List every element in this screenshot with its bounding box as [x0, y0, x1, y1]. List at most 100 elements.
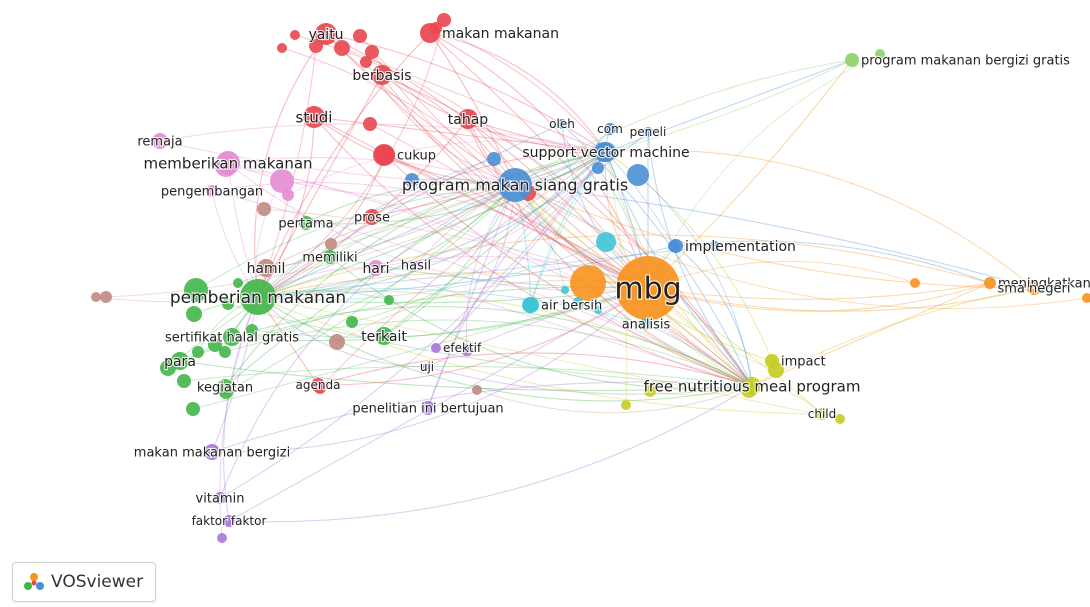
label-hasil[interactable]: hasil — [400, 257, 432, 274]
label-air-bersih[interactable]: air bersih — [540, 297, 603, 314]
label-memberikan-makanan[interactable]: memberikan makanan — [142, 153, 313, 173]
node-program-makanan-bergizi-gratis[interactable] — [845, 53, 859, 67]
node-peneli[interactable] — [643, 127, 653, 137]
unlabeled-node[interactable] — [177, 374, 191, 388]
unlabeled-node[interactable] — [384, 295, 394, 305]
label-program-makan-siang-gratis[interactable]: program makan siang gratis — [401, 175, 630, 196]
node-efektif[interactable] — [431, 343, 441, 353]
label-efektif[interactable]: efektif — [442, 340, 483, 356]
node-memberikan-makanan[interactable] — [216, 151, 240, 175]
unlabeled-node[interactable] — [1082, 293, 1090, 303]
unlabeled-node[interactable] — [334, 40, 350, 56]
unlabeled-node[interactable] — [325, 238, 337, 250]
unlabeled-node[interactable] — [270, 169, 294, 193]
label-penelitian-ini-bertujuan[interactable]: penelitian ini bertujuan — [351, 400, 505, 417]
unlabeled-node[interactable] — [835, 414, 845, 424]
unlabeled-node[interactable] — [222, 298, 234, 310]
node-studi[interactable] — [303, 106, 325, 128]
unlabeled-node[interactable] — [100, 291, 112, 303]
unlabeled-node[interactable] — [257, 202, 271, 216]
unlabeled-node[interactable] — [596, 232, 616, 252]
unlabeled-node[interactable] — [594, 306, 602, 314]
label-sma-negeri[interactable]: sma negeri — [996, 280, 1071, 297]
unlabeled-node[interactable] — [329, 334, 345, 350]
node-pertama[interactable] — [299, 216, 313, 230]
node-impact[interactable] — [765, 354, 779, 368]
unlabeled-node[interactable] — [875, 49, 885, 59]
unlabeled-node[interactable] — [365, 45, 379, 59]
label-faktor-faktor[interactable]: faktor faktor — [190, 513, 267, 529]
node-faktor-faktor[interactable] — [223, 515, 235, 527]
unlabeled-node[interactable] — [217, 533, 227, 543]
label-kegiatan[interactable]: kegiatan — [196, 379, 254, 396]
label-berbasis[interactable]: berbasis — [351, 67, 412, 85]
unlabeled-node[interactable] — [282, 189, 294, 201]
unlabeled-node[interactable] — [186, 402, 200, 416]
label-prose[interactable]: prose — [353, 209, 391, 226]
label-terkait[interactable]: terkait — [360, 328, 408, 346]
label-sertifikat-halal-gratis[interactable]: sertifikat halal gratis — [164, 329, 301, 346]
unlabeled-node[interactable] — [186, 306, 202, 322]
node-kegiatan[interactable] — [217, 379, 233, 395]
node-oleh[interactable] — [557, 119, 567, 129]
node-cukup[interactable] — [375, 145, 395, 165]
unlabeled-node[interactable] — [192, 346, 204, 358]
label-hari[interactable]: hari — [361, 260, 390, 278]
node-implementation[interactable] — [669, 239, 683, 253]
label-mbg[interactable]: mbg — [613, 270, 683, 307]
node-sertifikat-halal-gratis[interactable] — [223, 328, 241, 346]
label-oleh[interactable]: oleh — [548, 116, 576, 132]
unlabeled-node[interactable] — [290, 30, 300, 40]
node-makan-makanan-bergizi[interactable] — [204, 444, 220, 460]
node-terkait[interactable] — [375, 327, 393, 345]
label-studi[interactable]: studi — [294, 107, 333, 127]
unlabeled-node[interactable] — [621, 400, 631, 410]
label-makan-makanan[interactable]: makan makanan — [441, 25, 560, 43]
node-sma-negeri[interactable] — [1027, 281, 1041, 295]
unlabeled-node[interactable] — [219, 346, 231, 358]
label-peneli[interactable]: peneli — [629, 124, 668, 140]
label-vitamin[interactable]: vitamin — [194, 490, 245, 507]
label-program-makanan-bergizi-gratis[interactable]: program makanan bergizi gratis — [860, 52, 1071, 69]
unlabeled-node[interactable] — [184, 278, 208, 302]
label-makan-makanan-bergizi[interactable]: makan makanan bergizi — [133, 444, 292, 461]
label-impact[interactable]: impact — [780, 353, 827, 370]
node-hamil[interactable] — [257, 259, 275, 277]
label-remaja[interactable]: remaja — [136, 133, 183, 150]
node-child[interactable] — [816, 408, 828, 420]
unlabeled-node[interactable] — [487, 152, 501, 166]
unlabeled-node[interactable] — [277, 43, 287, 53]
label-meningkatkan-kualita[interactable]: meningkatkan kualita — [997, 275, 1090, 292]
unlabeled-node[interactable] — [461, 344, 473, 356]
unlabeled-node[interactable] — [346, 316, 358, 328]
unlabeled-node[interactable] — [437, 13, 451, 27]
node-pemberian-makanan[interactable] — [240, 279, 276, 315]
unlabeled-node[interactable] — [91, 292, 101, 302]
node-prose[interactable] — [364, 209, 380, 225]
node-memiliki[interactable] — [323, 250, 337, 264]
label-uji[interactable]: uji — [419, 359, 435, 375]
unlabeled-node[interactable] — [573, 297, 583, 307]
vosviewer-badge[interactable]: VOSviewer — [12, 562, 157, 602]
unlabeled-node[interactable] — [570, 265, 606, 301]
label-yaitu[interactable]: yaitu — [307, 26, 344, 44]
unlabeled-node[interactable] — [644, 385, 656, 397]
label-free-nutritious-meal-program[interactable]: free nutritious meal program — [642, 376, 861, 396]
unlabeled-node[interactable] — [561, 286, 569, 294]
label-com[interactable]: com — [596, 121, 624, 137]
node-free-nutritious-meal-program[interactable] — [743, 377, 761, 395]
label-child[interactable]: child — [807, 406, 838, 422]
label-pemberian-makanan[interactable]: pemberian makanan — [169, 287, 347, 309]
node-mbg[interactable] — [616, 256, 680, 320]
label-cukup[interactable]: cukup — [396, 147, 437, 164]
unlabeled-node[interactable] — [910, 278, 920, 288]
unlabeled-node[interactable] — [710, 241, 720, 251]
label-implementation[interactable]: implementation — [684, 238, 797, 256]
node-support-vector-machine[interactable] — [596, 142, 616, 162]
label-analisis[interactable]: analisis — [621, 316, 672, 333]
node-meningkatkan-kualita[interactable] — [984, 277, 996, 289]
node-para[interactable] — [171, 352, 189, 370]
node-air-bersih[interactable] — [523, 297, 539, 313]
unlabeled-node[interactable] — [208, 338, 222, 352]
